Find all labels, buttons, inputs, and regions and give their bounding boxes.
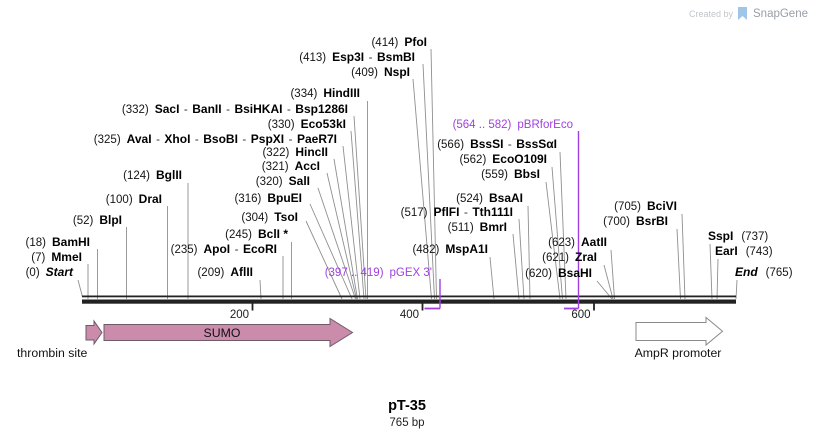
- site-leader-SacI: [353, 115, 367, 300]
- site-leader-NspI: [412, 78, 432, 300]
- ruler-number-200: 200: [230, 309, 249, 321]
- site-leader-MspA1I: [489, 256, 495, 300]
- site-label-BsrBI: (700)BsrBI: [603, 214, 668, 228]
- plasmid-length: 765 bp: [389, 417, 424, 429]
- site-label-MmeI: (7)MmeI: [31, 250, 82, 264]
- site-label-BamHI: (18)BamHI: [26, 235, 90, 249]
- primer-pBRforEco-label: (564 .. 582)pBRforEco: [453, 119, 573, 131]
- site-leader-BbsI: [545, 181, 561, 300]
- site-label-ZraI: (621)ZraI: [542, 250, 597, 264]
- site-leader-HincII: [333, 158, 358, 300]
- site-label-NspI: (409)NspI: [351, 65, 410, 79]
- site-leader-AvaI: [342, 145, 361, 300]
- snapgene-watermark: Created by SnapGene: [689, 7, 808, 20]
- site-label-PflFI: (517)PflFI-Tth111I: [401, 205, 513, 219]
- ruler-number-400: 400: [400, 309, 419, 321]
- site-leader-EcoO109I: [551, 166, 563, 300]
- site-leader-PflFI: [518, 218, 525, 300]
- site-label-PfoI: (414)PfoI: [371, 35, 427, 49]
- site-leader-PfoI: [430, 48, 437, 300]
- site-label-Esp3I: (413)Esp3I-BsmBI: [299, 50, 415, 64]
- site-leader-ZraI: [603, 264, 614, 300]
- site-leader-BmrI: [512, 233, 520, 300]
- feature-label-SUMO: SUMO: [204, 326, 241, 340]
- site-label-Start: (0)Start: [26, 265, 74, 279]
- site-label-BclI: (245)BclI *: [225, 227, 288, 241]
- site-label-SalI: (320)SalI: [256, 174, 310, 188]
- site-label-BlpI: (52)BlpI: [73, 213, 122, 227]
- site-leader-Start: [77, 279, 83, 298]
- site-label-BglII: (124)BglII: [123, 168, 182, 182]
- backbone-line-thick: [82, 299, 736, 304]
- site-label-HindIII: (334)HindIII: [290, 86, 360, 100]
- site-label-BbsI: (559)BbsI: [481, 167, 540, 181]
- site-label-EcoO109I: (562)EcoO109I: [459, 152, 547, 166]
- site-label-BmrI: (511)BmrI: [448, 220, 507, 234]
- site-label-DraI: (100)DraI: [106, 192, 162, 206]
- site-label-AflII: (209)AflII: [197, 265, 253, 279]
- site-label-ApoI: (235)ApoI-EcoRI: [171, 242, 277, 256]
- site-leader-AccI: [326, 172, 357, 300]
- site-label-SacI: (332)SacI-BanII-BsiHKAI-Bsp1286I: [122, 102, 348, 116]
- site-leader-TsoI: [305, 220, 343, 300]
- site-leader-BssSI: [559, 151, 567, 300]
- site-label-BsaAI: (524)BsaAI: [456, 191, 523, 205]
- site-label-BciVI: (705)BciVI: [614, 199, 677, 213]
- site-leader-BsrBI: [676, 228, 681, 300]
- site-leader-SalI: [317, 187, 356, 300]
- site-leader-BciVI: [681, 213, 686, 300]
- site-leader-BpuEI: [309, 203, 353, 300]
- site-label-AvaI: (325)AvaI-XhoI-BsoBI-PspXI-PaeR7I: [94, 132, 337, 146]
- site-leader-Esp3I: [422, 63, 435, 300]
- created-by-label: Created by: [688, 8, 733, 19]
- feature-label-AmpRpromoter: AmpR promoter: [635, 346, 722, 360]
- feature-arrow-AmpRpromoter: [635, 316, 724, 347]
- site-label-HincII: (322)HincII: [262, 145, 328, 159]
- site-leader-SspI: [709, 243, 713, 300]
- snapgene-brand-label: SnapGene: [753, 7, 808, 20]
- site-label-End: End(765): [735, 265, 793, 279]
- primer-pGEX3-label: (397 .. 419)pGEX 3': [325, 267, 432, 279]
- feature-arrow-SUMO: [103, 317, 354, 348]
- backbone-line-thin: [82, 295, 736, 298]
- site-label-AccI: (321)AccI: [262, 159, 320, 173]
- site-leader-End: [735, 279, 738, 300]
- snapgene-logo-icon: [738, 7, 747, 20]
- site-label-Eco53kI: (330)Eco53kI: [268, 117, 346, 131]
- site-label-EarI: EarI(743): [715, 244, 773, 258]
- site-label-BsaHI: (620)BsaHI: [525, 266, 592, 280]
- feature-arrow-thrombinsite: [85, 319, 103, 346]
- site-label-AatII: (623)AatII: [548, 235, 607, 249]
- ruler-number-600: 600: [571, 309, 590, 321]
- plasmid-title: pT-35: [388, 398, 426, 414]
- site-label-BssSI: (566)BssSI-BssSαI: [437, 137, 557, 151]
- site-leader-BsaAI: [527, 205, 531, 300]
- site-label-TsoI: (304)TsoI: [241, 210, 298, 224]
- site-leader-Eco53kI: [350, 130, 365, 300]
- feature-label-thrombinsite: thrombin site: [17, 346, 88, 360]
- site-label-MspA1I: (482)MspA1I: [412, 242, 488, 256]
- site-label-BpuEI: (316)BpuEI: [234, 191, 302, 205]
- site-leader-EarI: [716, 258, 719, 300]
- site-label-SspI: SspI(737): [708, 229, 768, 243]
- site-leader-AatII: [610, 249, 615, 300]
